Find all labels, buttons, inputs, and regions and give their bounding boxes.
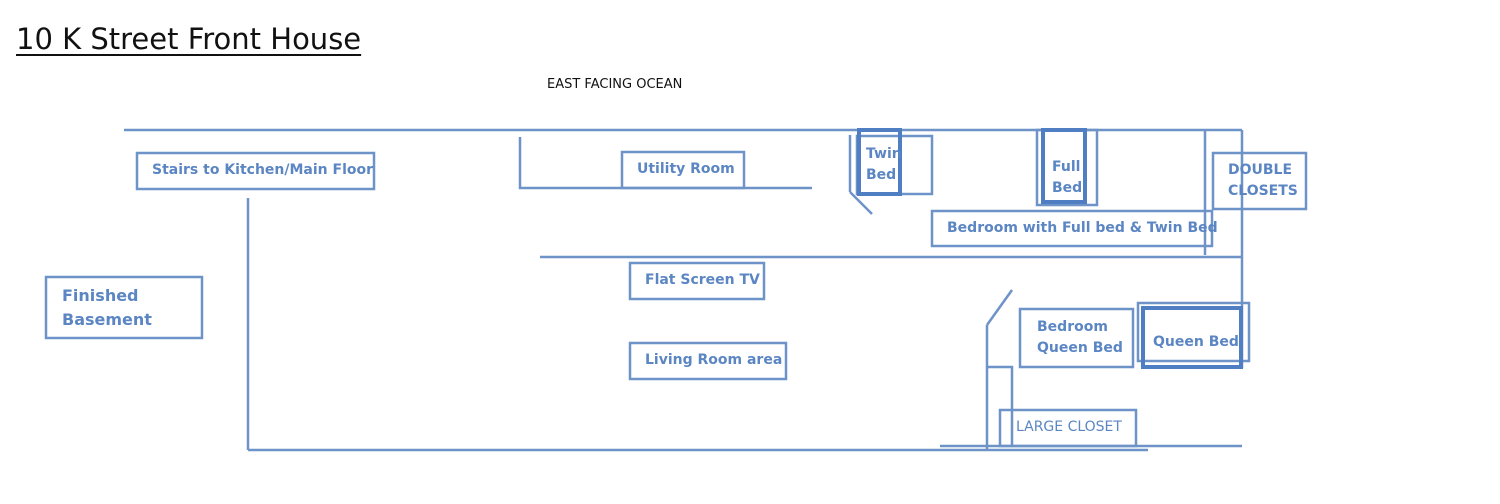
orientation-label: EAST FACING OCEAN <box>547 77 683 92</box>
queen-bed <box>1141 306 1243 369</box>
queen-bed-label: Queen Bed <box>1153 334 1239 350</box>
full-bed-label-line1: Full <box>1052 159 1081 175</box>
closets-label-line1: DOUBLE <box>1228 162 1293 178</box>
living-label: Living Room area <box>645 352 783 368</box>
basement-label-line2: Basement <box>62 310 152 329</box>
large-closet-box <box>998 408 1138 448</box>
bedroom-full-twin-label: Bedroom with Full bed & Twin Bed <box>947 220 1218 236</box>
basement-label-line1: Finished <box>62 286 139 305</box>
page-title: 10 K Street Front House <box>16 22 362 56</box>
bedroom-door <box>849 191 873 215</box>
closet-wall <box>987 365 1014 446</box>
stairs-label: Stairs to Kitchen/Main Floor <box>152 162 374 178</box>
bedroom-queen-box <box>1018 307 1135 369</box>
closets-box <box>1211 151 1308 211</box>
twin-bed-label-line2: Bed <box>866 167 897 183</box>
basement-box <box>44 275 204 340</box>
tv-box <box>628 261 766 301</box>
stairs-box <box>135 151 376 191</box>
queen-area-box <box>1136 301 1251 363</box>
living-box <box>628 341 788 381</box>
queen-bedroom-door <box>985 289 1014 326</box>
utility-box <box>620 150 746 190</box>
bedroom-full-twin-box <box>930 209 1214 248</box>
tv-label: Flat Screen TV <box>645 272 760 288</box>
closets-label-line2: CLOSETS <box>1228 183 1298 199</box>
full-bed-label-line2: Bed <box>1052 180 1083 196</box>
twin-bed-label-line1: Twin <box>866 146 902 162</box>
full-bed <box>1041 128 1087 204</box>
twin-bed <box>857 128 902 196</box>
bedroom-queen-label-line1: Bedroom <box>1037 319 1108 335</box>
utility-label: Utility Room <box>637 161 735 177</box>
large-closet-label: LARGE CLOSET <box>1016 419 1122 435</box>
bedroom-queen-label-line2: Queen Bed <box>1037 340 1123 356</box>
